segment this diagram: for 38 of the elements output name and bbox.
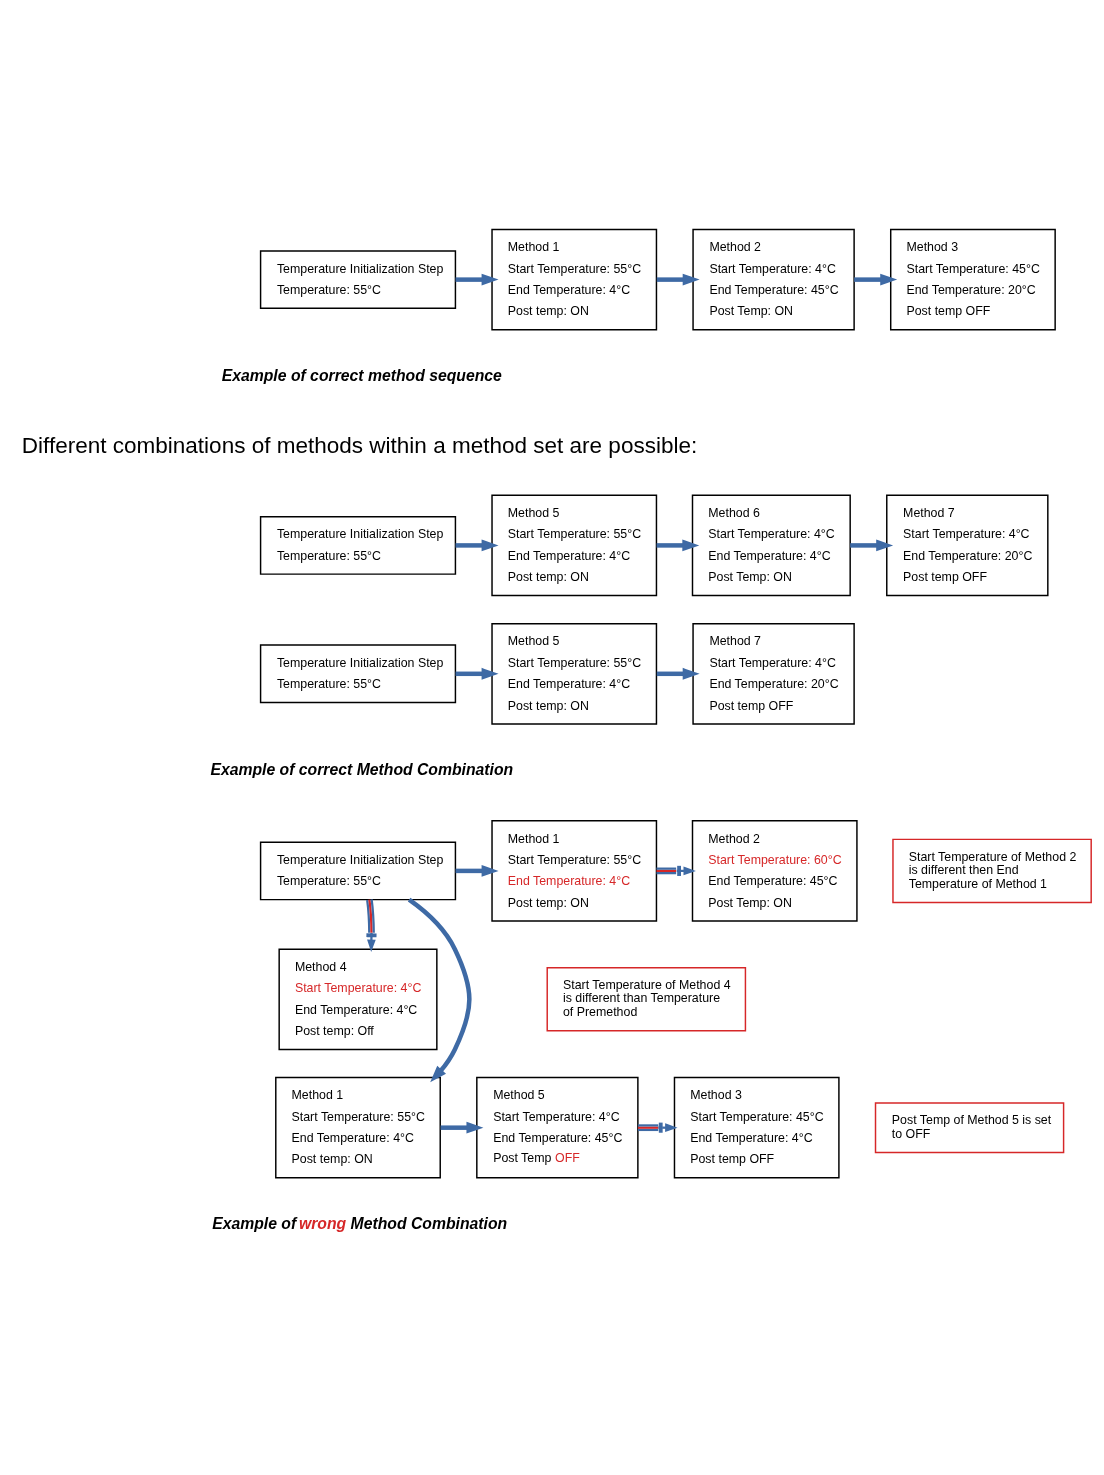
label: Example of correct method sequence	[221, 366, 502, 384]
node-box: Method 1 Start Temperature: 55°C End Temperature: 4°C Post temp: ON	[491, 228, 658, 330]
node-box: Method 5 Start Temperature: 55°C End Temperature: 4°C Post temp: ON	[491, 622, 658, 725]
node-box: Temperature Initialization Step Temperature: 55°C	[259, 249, 457, 309]
node-box: Method 1 Start Temperature: 55°C End Temperature: 4°C Post temp: ON	[491, 819, 658, 922]
node-box: Method 5 Start Temperature: 4°C End Temperature: 45°C Post Temp OFF	[476, 1076, 639, 1178]
node-box: Method 4 Start Temperature: 4°C End Temperature: 4°C Post temp: Off	[278, 947, 438, 1050]
arrow	[637, 1122, 678, 1133]
arrow	[455, 538, 499, 551]
node-box: Method 5 Start Temperature: 55°C End Temperature: 4°C Post temp: ON	[491, 494, 658, 596]
arrow	[656, 865, 696, 876]
arrow	[455, 667, 499, 680]
arrow	[366, 898, 377, 952]
arrow	[850, 538, 894, 551]
arrow	[440, 1121, 484, 1134]
node-box: Start Temperature of Method 4 is different than Temperature of Premethod	[546, 966, 747, 1032]
node-box: Method 1 Start Temperature: 55°C End Temperature: 4°C Post temp: ON	[275, 1076, 441, 1178]
arrow	[407, 897, 472, 1082]
node-box: Temperature Initialization Step Temperature: 55°C	[259, 643, 457, 703]
arrow	[455, 864, 499, 877]
label: Example of correct Method Combination	[210, 760, 514, 778]
arrow	[656, 667, 700, 680]
node-box: Temperature Initialization Step Temperature: 55°C	[259, 515, 457, 575]
arrow	[854, 273, 898, 286]
node-box: Start Temperature of Method 2 is different then End Temperature of Method 1	[892, 838, 1092, 903]
node-box: Post Temp of Method 5 is set to OFF	[874, 1101, 1065, 1153]
node-box: Temperature Initialization Step Temperature: 55°C	[259, 840, 457, 900]
label: Different combinations of methods within a method set are possible:	[21, 432, 698, 457]
node-box: Method 7 Start Temperature: 4°C End Temperature: 20°C Post temp OFF	[692, 622, 855, 725]
arrow	[656, 538, 700, 551]
arrow	[656, 273, 700, 286]
node-box: Method 2 Start Temperature: 4°C End Temperature: 45°C Post Temp: ON	[692, 228, 855, 330]
node-box: Method 2 Start Temperature: 60°C End Temperature: 45°C Post Temp: ON	[691, 819, 858, 922]
node-box: Method 7 Start Temperature: 4°C End Temperature: 20°C Post temp OFF	[886, 494, 1049, 596]
node-box: Method 3 Start Temperature: 45°C End Temperature: 20°C Post temp OFF	[890, 228, 1056, 330]
arrow	[455, 273, 499, 286]
node-box: Method 3 Start Temperature: 45°C End Temperature: 4°C Post temp OFF	[673, 1076, 840, 1178]
node-box: Method 6 Start Temperature: 4°C End Temperature: 4°C Post Temp: ON	[691, 494, 851, 596]
